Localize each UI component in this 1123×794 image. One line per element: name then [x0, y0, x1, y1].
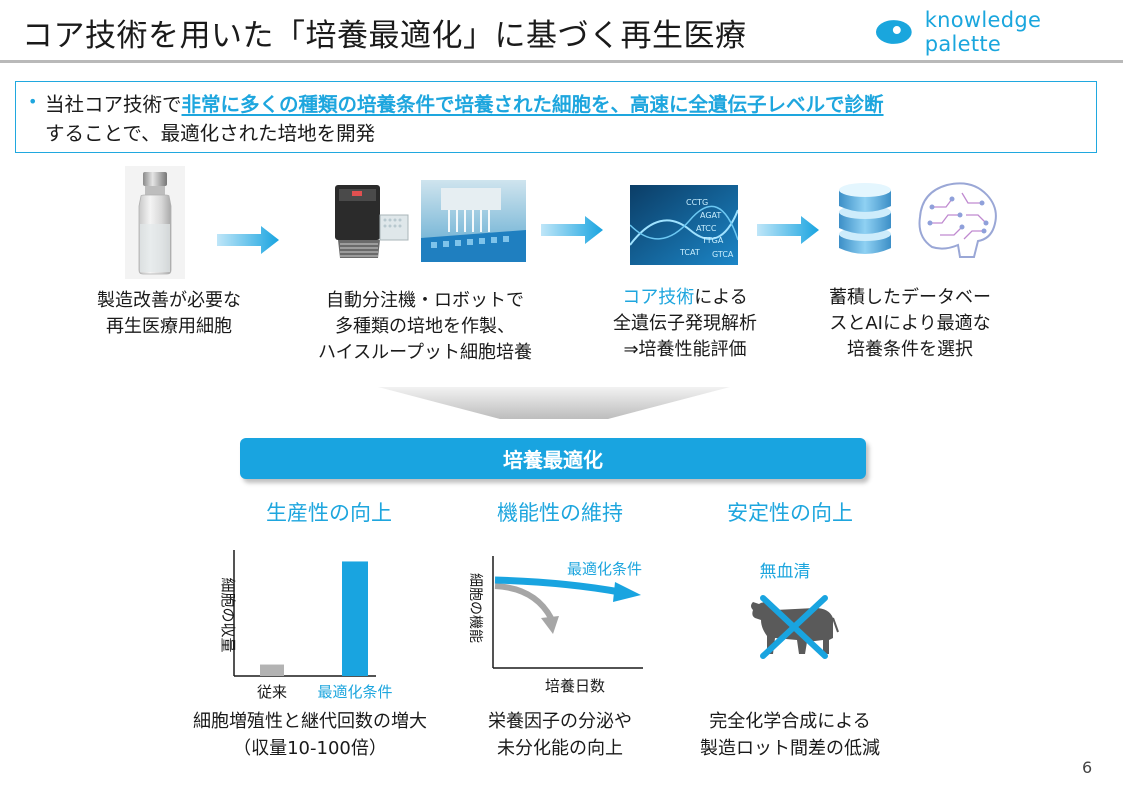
bar-label-conventional: 従来: [257, 683, 287, 701]
benefit-desc-productivity: 細胞増殖性と継代回数の増大 （収量10-100倍）: [160, 708, 460, 762]
core-tech-label: コア技術: [622, 287, 695, 308]
bar-label-optimized: 最適化条件: [317, 683, 392, 701]
function-xlabel: 培養日数: [545, 677, 605, 695]
vial-icon: [125, 166, 185, 279]
benefit2-line2: 製造ロット間差の低減: [700, 738, 880, 759]
step2-line2: 多種類の培地を作製、: [335, 316, 515, 337]
benefit-desc-functionality: 栄養因子の分泌や 未分化能の向上: [460, 708, 660, 762]
conventional-decline-curve: [494, 583, 554, 620]
bar-1: [342, 561, 368, 676]
step2-caption: 自動分注機・ロボットで 多種類の培地を作製、 ハイスループット細胞培養: [290, 288, 560, 366]
bar-0: [260, 664, 284, 676]
title-divider: [0, 60, 1123, 63]
conventional-arrowhead: [541, 616, 559, 634]
yield-bar-chart: 細胞の収量 従来 最適化条件: [219, 550, 393, 701]
dispenser-machine-icon: [330, 180, 410, 260]
benefit-title-functionality: 機能性の維持: [497, 501, 623, 525]
page-number: 6: [1082, 758, 1093, 777]
benefit0-line2: （収量10-100倍）: [233, 738, 387, 759]
brand-name: knowledge palette: [924, 8, 1042, 56]
summary-text-line1: 当社コア技術で非常に多くの種類の培養条件で培養された細胞を、高速に全遺伝子レベル…: [45, 88, 884, 117]
cow-crossed-icon: [751, 595, 839, 659]
optimization-banner: 培養最適化: [240, 438, 866, 479]
step4-caption: 蓄積したデータベー スとAIにより最適な 培養条件を選択: [805, 285, 1015, 363]
benefit1-line1: 栄養因子の分泌や: [488, 711, 632, 732]
step1-caption: 製造改善が必要な 再生医療用細胞: [74, 288, 264, 340]
summary-text-line2: することで、最適化された培地を開発: [45, 122, 376, 145]
benefit0-line1: 細胞増殖性と継代回数の増大: [193, 711, 427, 732]
step2-line3: ハイスループット細胞培養: [317, 342, 533, 363]
benefit-desc-stability: 完全化学合成による 製造ロット間差の低減: [680, 708, 900, 762]
funnel-shape: [378, 387, 730, 419]
flow-arrow-1-icon: [217, 226, 279, 254]
step3-caption: コア技術による 全遺伝子発現解析 ⇒培養性能評価: [590, 285, 780, 363]
benefit-title-stability: 安定性の向上: [727, 501, 853, 525]
function-ylabel: 細胞の機能: [467, 573, 483, 643]
brand-logo: knowledge palette: [875, 8, 1123, 56]
yield-ylabel: 細胞の収量: [219, 577, 237, 652]
svg-text:TTGA: TTGA: [701, 236, 724, 245]
svg-text:GTCA: GTCA: [712, 250, 734, 259]
function-curve-chart: 細胞の機能 最適化条件 培養日数: [467, 556, 643, 695]
serum-free-label: 無血清: [759, 562, 811, 582]
benefit1-line2: 未分化能の向上: [497, 738, 623, 759]
step3-line2: 全遺伝子発現解析: [613, 313, 757, 334]
pipetting-robot-icon: [421, 180, 526, 262]
step1-line2: 再生医療用細胞: [106, 316, 232, 337]
step4-line3: 培養条件を選択: [847, 339, 973, 360]
step3-line1-suffix: による: [694, 287, 748, 308]
optimized-series-label: 最適化条件: [567, 560, 642, 578]
optimized-curve: [494, 576, 621, 596]
step1-line1: 製造改善が必要な: [97, 290, 241, 311]
flow-arrow-2-icon: [541, 216, 603, 244]
summary-seg1: 当社コア技術で: [45, 93, 182, 116]
step2-line1: 自動分注機・ロボットで: [326, 290, 524, 311]
step3-line3: ⇒培養性能評価: [623, 339, 747, 360]
benefit-title-productivity: 生産性の向上: [266, 501, 392, 525]
summary-highlight: 非常に多くの種類の培養条件で培養された細胞を、高速に全遺伝子レベルで診断: [181, 93, 884, 116]
ai-brain-icon: [918, 182, 997, 258]
page-title: コア技術を用いた「培養最適化」に基づく再生医療: [22, 18, 747, 54]
benefit2-line1: 完全化学合成による: [709, 711, 871, 732]
optimized-arrowhead: [613, 582, 641, 602]
svg-text:ATCC: ATCC: [696, 224, 717, 233]
svg-text:TCAT: TCAT: [679, 248, 700, 257]
summary-box: [15, 81, 1097, 153]
step4-line1: 蓄積したデータベー: [829, 287, 991, 308]
summary-bullet: •: [28, 92, 38, 111]
step3-line1: コア技術による: [590, 285, 780, 311]
flow-arrow-3-icon: [757, 216, 819, 244]
palette-icon: [875, 20, 912, 44]
step4-line2: スとAIにより最適な: [829, 313, 991, 334]
svg-text:AGAT: AGAT: [700, 211, 721, 220]
database-icon: [839, 183, 891, 254]
svg-text:CCTG: CCTG: [686, 198, 708, 207]
